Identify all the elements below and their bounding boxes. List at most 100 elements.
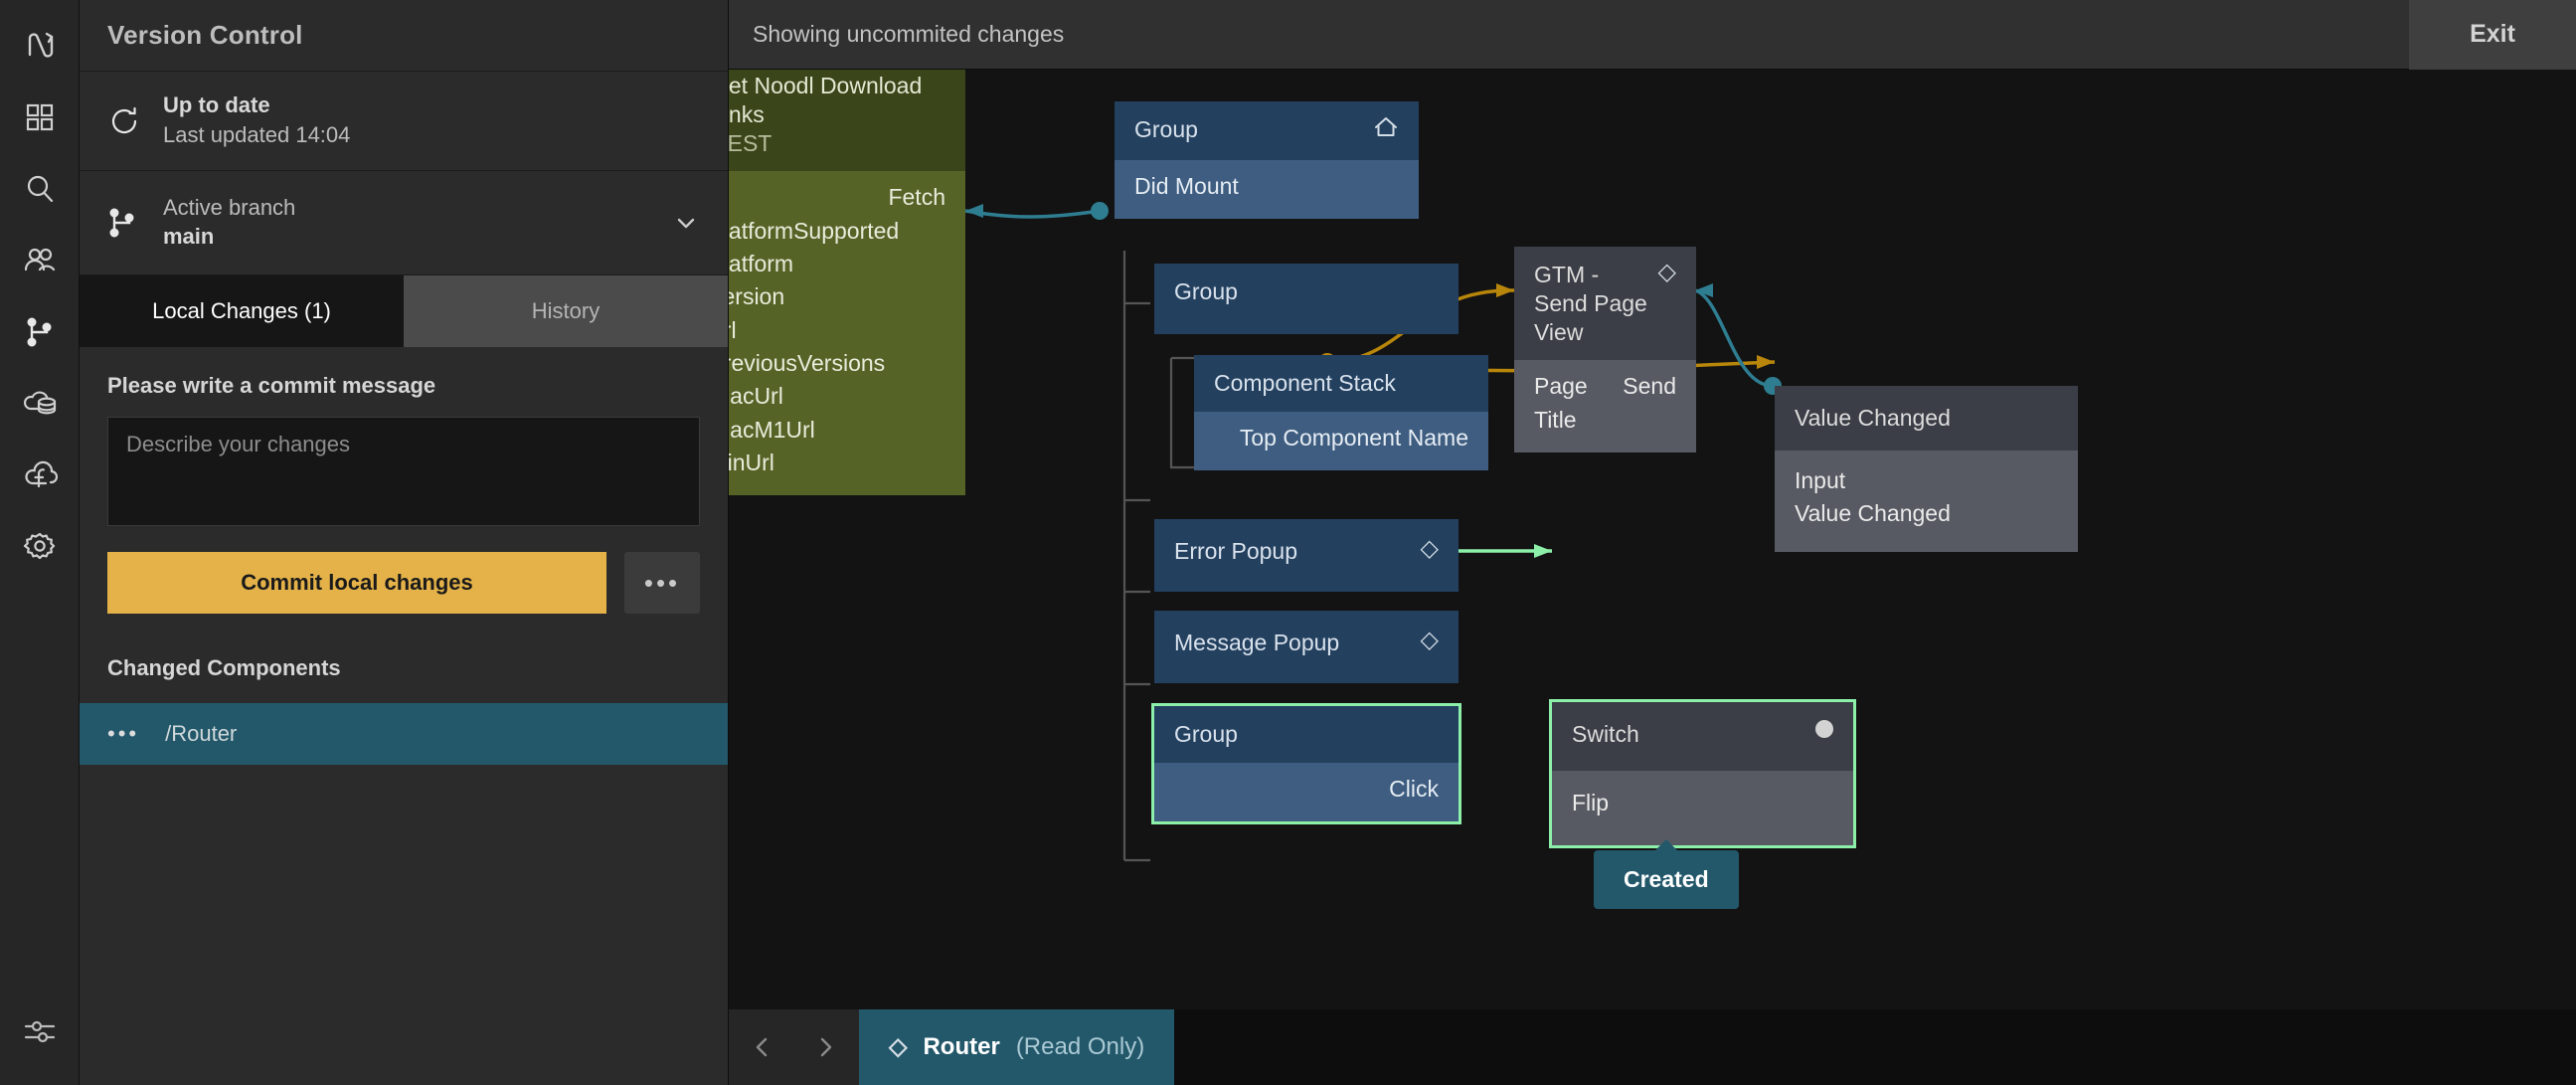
port-row[interactable]: macUrl (729, 380, 945, 413)
port-row[interactable]: version (729, 280, 945, 313)
branch-icon (107, 207, 163, 239)
exit-button[interactable]: Exit (2409, 0, 2576, 70)
port-row[interactable]: Value Changed (1795, 497, 2058, 530)
node-header: Value Changed (1775, 386, 2078, 451)
node-value-changed[interactable]: Value Changed Input Value Changed (1775, 386, 2078, 553)
port-row[interactable]: macM1Url (729, 414, 945, 447)
commit-message-label: Please write a commit message (107, 373, 436, 398)
node-header: Group (1115, 101, 1419, 160)
port-row[interactable]: Fetch (729, 181, 945, 214)
prop-winUrl[interactable]: winUrl (729, 450, 774, 475)
commit-actions: Commit local changes ••• (107, 552, 700, 614)
changed-components-list: ••• /Router (80, 703, 728, 765)
prop-previousVersions[interactable]: previousVersions (729, 349, 886, 376)
port-did-mount[interactable]: Did Mount (1134, 172, 1239, 199)
commit-local-changes-button[interactable]: Commit local changes (107, 552, 606, 614)
created-badge: Created (1594, 839, 1739, 909)
prop-url[interactable]: url (729, 316, 737, 343)
commit-section: Please write a commit message Commit loc… (80, 347, 728, 1085)
cloud-data-icon[interactable] (0, 368, 80, 440)
prop-macUrl[interactable]: macUrl (729, 383, 783, 410)
active-branch-text: Active branch main (163, 194, 672, 251)
version-control-header: Version Control (80, 0, 728, 72)
port-row[interactable]: Input (1795, 464, 2058, 497)
port-page-title[interactable]: Page Title (1534, 373, 1588, 433)
node-header: GTM - Send Page View ◇ (1514, 247, 1696, 361)
node-title: Component Stack (1214, 370, 1396, 396)
preferences-sliders-icon[interactable] (0, 995, 80, 1067)
port-fetch[interactable]: Fetch (888, 184, 945, 211)
tab-router-label: Router (923, 1033, 1000, 1060)
tab-router[interactable]: ◇ Router (Read Only) (859, 1009, 1175, 1085)
sync-status-row[interactable]: Up to date Last updated 14:04 (80, 72, 728, 171)
node-subtitle: REST (729, 129, 773, 156)
prop-platform[interactable]: platform (729, 250, 794, 276)
port-send[interactable]: Send (1623, 373, 1676, 400)
port-row[interactable]: url (729, 314, 945, 347)
node-title: Switch (1572, 721, 1639, 747)
commit-message-input[interactable] (107, 417, 700, 526)
commit-more-options-button[interactable]: ••• (624, 552, 700, 614)
port-row[interactable]: platform (729, 248, 945, 280)
node-body: Page Title Send (1514, 360, 1696, 452)
node-gtm-send-page-view[interactable]: GTM - Send Page View ◇ Page Title Send (1514, 247, 1696, 452)
port-top-component-name[interactable]: Top Component Name (1239, 424, 1468, 451)
version-control-branch-icon[interactable] (0, 296, 80, 368)
port-row[interactable]: winUrl (729, 447, 945, 479)
item-more-icon[interactable]: ••• (107, 721, 140, 746)
port-row[interactable]: previousVersions (729, 347, 945, 380)
item-label: /Router (165, 721, 238, 746)
node-group-root[interactable]: Group Did Mount (1115, 101, 1419, 220)
node-body: Top Component Name (1194, 411, 1488, 471)
port-value-changed[interactable]: Value Changed (1795, 500, 1951, 527)
node-component-stack[interactable]: Component Stack Top Component Name (1194, 355, 1488, 471)
tab-history[interactable]: History (404, 275, 728, 347)
port-click[interactable]: Click (1389, 775, 1439, 802)
node-body: Click (1154, 762, 1459, 822)
node-title: Error Popup (1174, 538, 1298, 564)
panel-title: Version Control (107, 20, 303, 50)
node-group-click[interactable]: Group Click (1151, 702, 1461, 825)
diamond-icon: ◇ (1657, 259, 1676, 285)
node-title: GTM - Send Page View (1534, 262, 1647, 345)
nav-buttons (729, 1009, 859, 1085)
node-title: Group (1174, 721, 1238, 747)
port-input[interactable]: Input (1795, 466, 1846, 493)
node-switch[interactable]: Switch Flip (1549, 698, 1856, 849)
prop-version[interactable]: version (729, 283, 785, 310)
port-row[interactable]: Did Mount (1134, 170, 1399, 203)
team-users-icon[interactable] (0, 225, 80, 296)
chevron-left-icon[interactable] (729, 1009, 794, 1085)
settings-gear-icon[interactable] (0, 511, 80, 583)
prop-macM1Url[interactable]: macM1Url (729, 416, 815, 443)
components-grid-icon[interactable] (0, 82, 80, 153)
port-flip[interactable]: Flip (1572, 789, 1610, 815)
node-message-popup[interactable]: Message Popup ◇ (1154, 611, 1459, 683)
node-graph-canvas[interactable]: Get Noodl Download Links REST Fetch plat… (729, 70, 2576, 1085)
node-header: Group (1154, 706, 1459, 763)
node-header: Group (1154, 264, 1459, 334)
port-row[interactable]: Page Title Send (1534, 370, 1676, 437)
tab-local-changes[interactable]: Local Changes (1) (80, 275, 404, 347)
node-title: Group (1174, 278, 1238, 304)
node-title: Get Noodl Download Links (729, 73, 923, 127)
prop-platformSupported[interactable]: platformSupported (729, 217, 900, 244)
node-error-popup[interactable]: Error Popup ◇ (1154, 519, 1459, 592)
sync-status-headline: Up to date (163, 92, 270, 118)
node-group-2[interactable]: Group (1154, 264, 1459, 334)
node-title: Group (1134, 116, 1198, 142)
node-rest-get-noodl-download-links[interactable]: Get Noodl Download Links REST Fetch plat… (729, 70, 965, 496)
cloud-functions-icon[interactable] (0, 440, 80, 511)
port-row[interactable]: platformSupported (729, 215, 945, 248)
chevron-down-icon[interactable] (672, 209, 700, 237)
port-row[interactable]: Flip (1572, 787, 1833, 819)
search-icon[interactable] (0, 153, 80, 225)
list-item[interactable]: ••• /Router (80, 703, 728, 765)
port-row[interactable]: Top Component Name (1214, 422, 1468, 454)
refresh-icon[interactable] (107, 104, 163, 138)
port-row[interactable]: Click (1174, 773, 1439, 806)
chevron-right-icon[interactable] (794, 1009, 860, 1085)
active-branch-row[interactable]: Active branch main (80, 171, 728, 275)
node-header: Message Popup ◇ (1154, 611, 1459, 683)
noodl-logo-icon[interactable] (0, 10, 80, 82)
